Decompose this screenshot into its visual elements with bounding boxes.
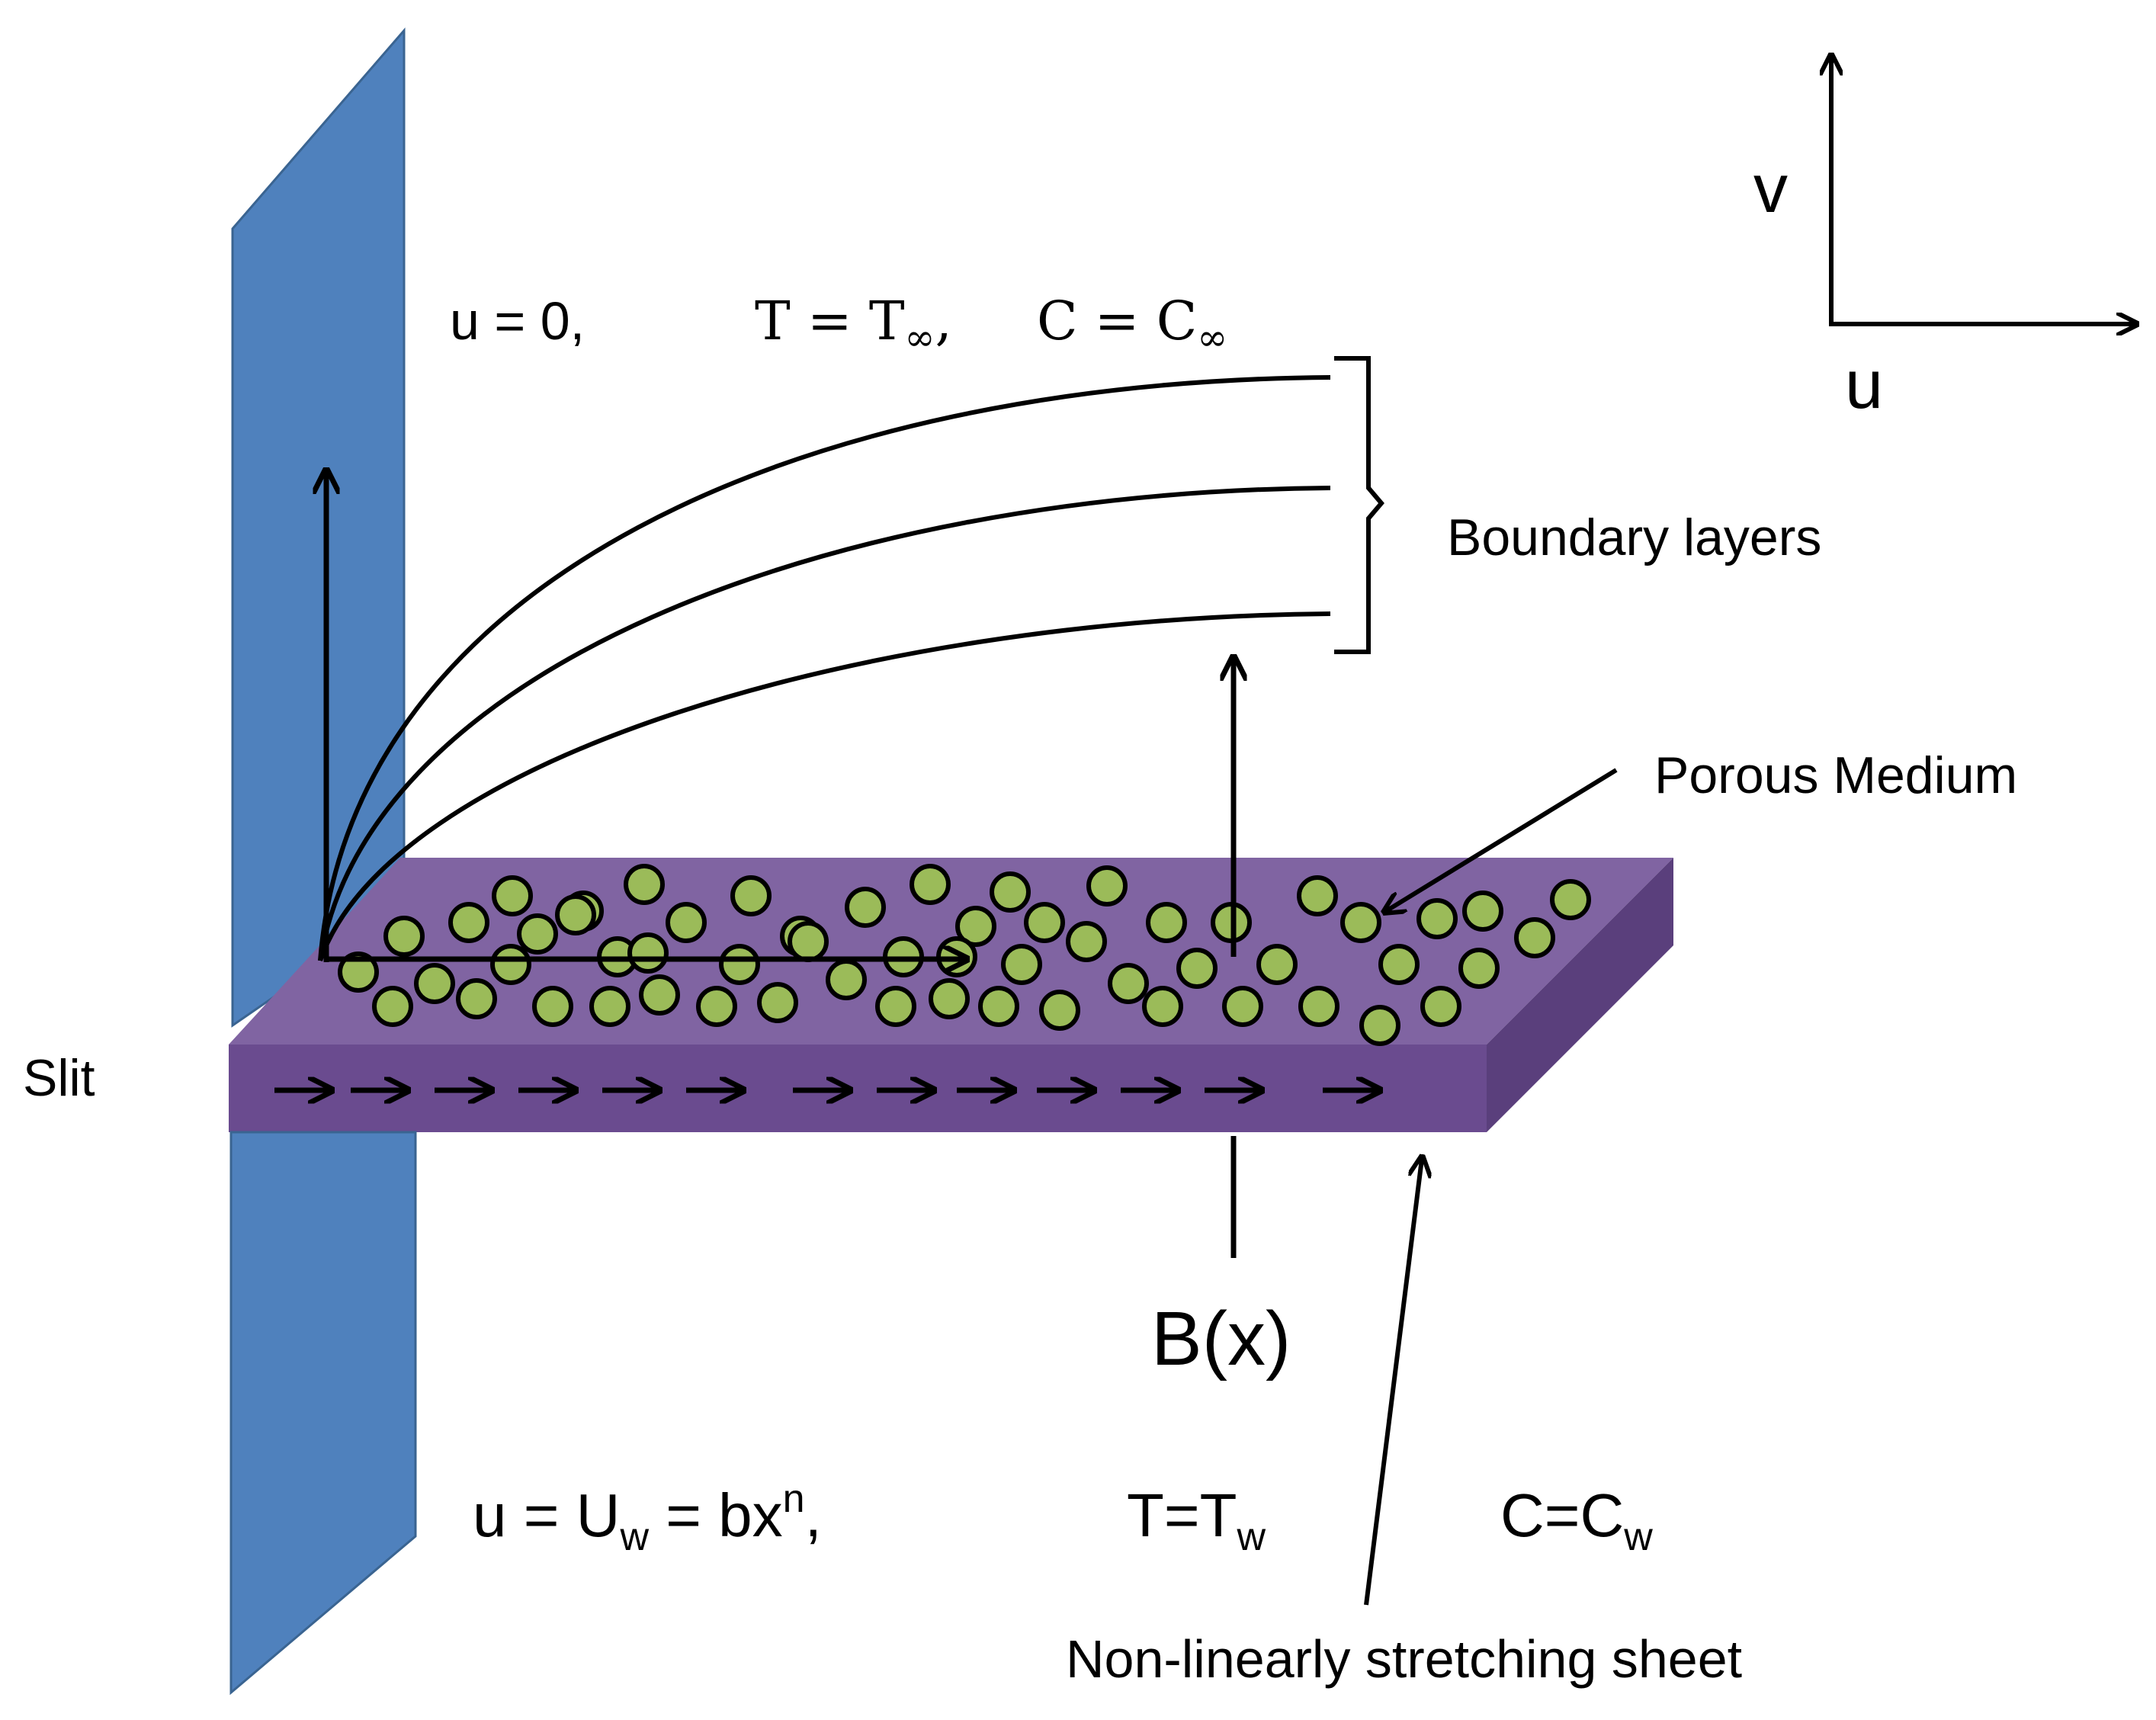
particle-icon bbox=[627, 932, 669, 974]
particle-icon bbox=[639, 974, 680, 1016]
particle-icon bbox=[1297, 875, 1338, 916]
particle-icon bbox=[1378, 944, 1420, 985]
particle-icon bbox=[448, 902, 489, 943]
particle-icon bbox=[456, 978, 497, 1019]
particle-icon bbox=[1024, 902, 1065, 943]
particle-icon bbox=[372, 986, 413, 1027]
particle-icon bbox=[1298, 986, 1339, 1027]
particle-icon bbox=[1222, 986, 1263, 1027]
particle-icon bbox=[1514, 917, 1555, 958]
top-u-condition: u = 0, bbox=[450, 291, 585, 351]
particle-icon bbox=[1146, 902, 1187, 943]
particle-icon bbox=[978, 986, 1019, 1027]
particle-icon bbox=[875, 986, 916, 1027]
particle-icon bbox=[414, 963, 455, 1004]
particle-icon bbox=[1086, 865, 1128, 907]
boundary-curve-outer bbox=[318, 375, 1331, 961]
particle-icon bbox=[1142, 986, 1183, 1027]
bottom-u-condition: u = Uw = bxn, bbox=[473, 1477, 822, 1559]
porous-medium-label: Porous Medium bbox=[1654, 746, 2017, 804]
particle-icon bbox=[696, 986, 737, 1027]
porous-particles bbox=[338, 864, 1591, 1046]
particle-icon bbox=[666, 902, 707, 943]
particle-icon bbox=[1256, 944, 1298, 985]
sheet-label: Non-linearly stretching sheet bbox=[1066, 1629, 1742, 1689]
particle-icon bbox=[1462, 890, 1503, 932]
porous-medium-pointer-arrow bbox=[1386, 768, 1618, 911]
particle-icon bbox=[555, 894, 596, 935]
particle-icon bbox=[929, 978, 970, 1019]
particle-icon bbox=[788, 921, 829, 962]
magnetic-field-label: B(x) bbox=[1151, 1296, 1291, 1381]
bottom-c-condition: C=Cw bbox=[1500, 1481, 1653, 1559]
particle-icon bbox=[1550, 879, 1591, 920]
particle-icon bbox=[1458, 948, 1500, 989]
vertical-plate-lower-icon bbox=[229, 1131, 417, 1696]
particle-icon bbox=[338, 951, 379, 993]
particle-icon bbox=[517, 913, 558, 955]
particle-icon bbox=[730, 875, 772, 916]
particle-icon bbox=[845, 887, 886, 928]
particle-icon bbox=[1359, 1005, 1400, 1046]
particle-icon bbox=[1108, 963, 1149, 1004]
v-axis-label: v bbox=[1753, 151, 1788, 227]
bottom-t-condition: T=Tw bbox=[1127, 1481, 1266, 1559]
particle-icon bbox=[1066, 921, 1107, 962]
particle-icon bbox=[719, 944, 760, 985]
boundary-layers-label: Boundary layers bbox=[1447, 509, 1821, 566]
particle-icon bbox=[1176, 948, 1218, 989]
particle-icon bbox=[910, 864, 951, 905]
particle-icon bbox=[757, 982, 798, 1023]
particle-icon bbox=[490, 944, 531, 985]
u-axis-label: u bbox=[1845, 347, 1883, 423]
particle-icon bbox=[955, 906, 996, 947]
particle-icon bbox=[1039, 990, 1080, 1031]
sheet-side-face bbox=[1487, 858, 1673, 1132]
particle-icon bbox=[990, 871, 1031, 913]
particle-icon bbox=[383, 916, 425, 957]
particle-icon bbox=[1001, 944, 1042, 985]
sheet-pointer-arrow bbox=[1364, 1159, 1422, 1606]
boundary-layer-curves bbox=[318, 375, 1331, 961]
particle-icon bbox=[1416, 898, 1458, 939]
particle-icon bbox=[826, 959, 867, 1000]
bracket-icon bbox=[1334, 356, 1384, 654]
boundary-curve-inner bbox=[318, 611, 1331, 961]
top-c-condition: C = C∞ bbox=[1037, 290, 1227, 359]
boundary-curve-middle bbox=[318, 486, 1331, 961]
particle-icon bbox=[1420, 986, 1461, 1027]
particle-icon bbox=[532, 986, 573, 1027]
particle-icon bbox=[492, 875, 533, 916]
top-t-condition: T = T∞, bbox=[755, 290, 952, 359]
particle-icon bbox=[624, 864, 665, 905]
particle-icon bbox=[1340, 902, 1381, 943]
sheet-front-face bbox=[229, 1045, 1487, 1132]
slit-label: Slit bbox=[23, 1049, 95, 1107]
particle-icon bbox=[589, 986, 630, 1027]
